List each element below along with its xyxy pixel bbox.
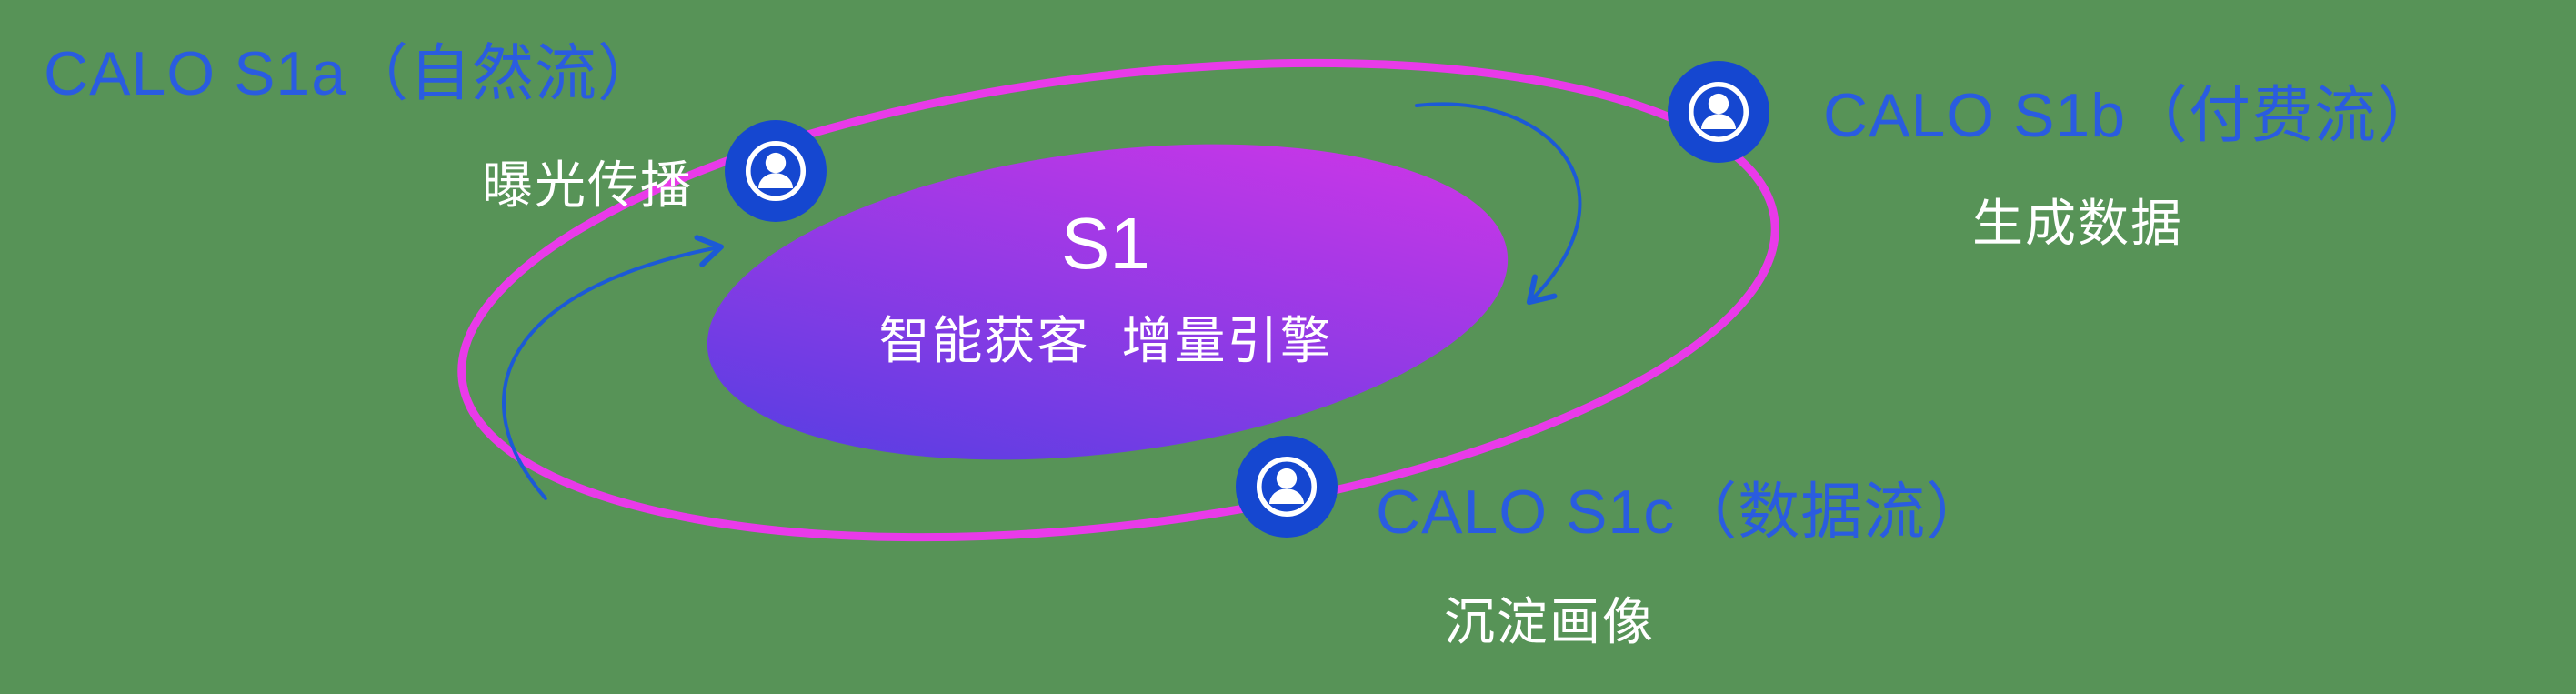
node-s1c	[1236, 436, 1338, 538]
node-s1a	[725, 120, 827, 222]
label-s1b-subtitle: 生成数据	[1972, 195, 2183, 252]
label-s1a-title: CALO S1a（自然流）	[44, 39, 661, 108]
label-s1c-subtitle: 沉淀画像	[1444, 593, 1655, 650]
label-s1a-subtitle: 曝光传播	[482, 156, 693, 214]
user-circle-icon	[745, 140, 807, 202]
orbit-ring	[457, 58, 1779, 542]
user-circle-icon	[1256, 456, 1318, 518]
label-s1c-title: CALO S1c（数据流）	[1376, 478, 1990, 547]
node-s1b	[1668, 61, 1769, 163]
core-gradient-ellipse	[707, 144, 1509, 460]
label-s1b-title: CALO S1b（付费流）	[1823, 81, 2441, 150]
core-subtitle: 智能获客 增量引擎	[878, 312, 1333, 369]
core-title: S1	[1061, 203, 1150, 284]
flow-arrow-right	[1415, 102, 1582, 306]
user-circle-icon	[1688, 81, 1749, 143]
flow-arrow-left	[502, 235, 724, 500]
core-label: S1 智能获客 增量引擎	[878, 207, 1332, 374]
